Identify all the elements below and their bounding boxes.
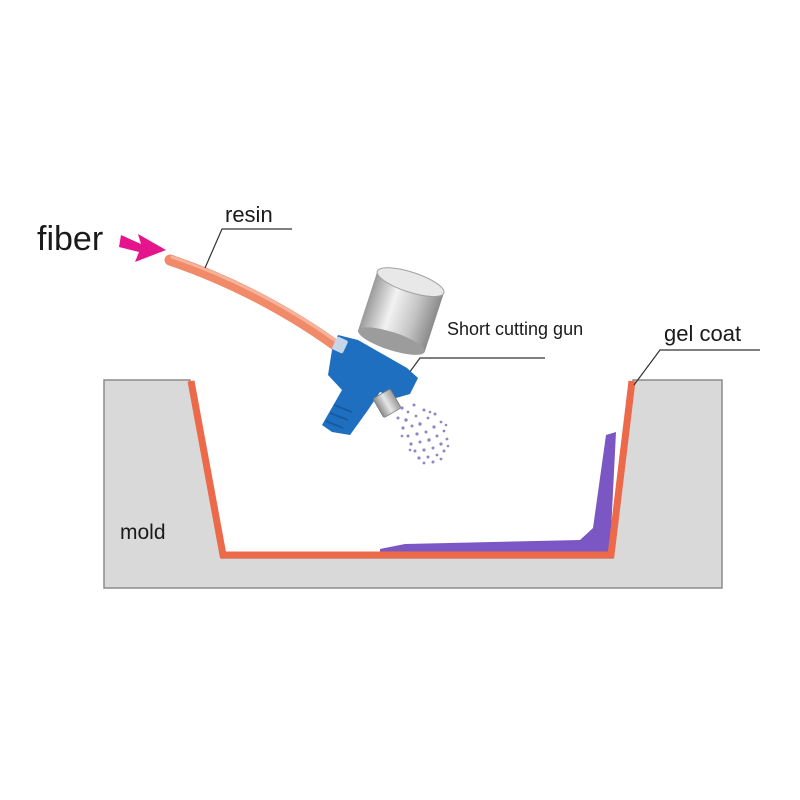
- resin-leader: [204, 228, 292, 269]
- resin-label: resin: [225, 202, 273, 227]
- gun-leader: [394, 357, 545, 393]
- resin-hose: [164, 254, 348, 356]
- resin-hose-highlight: [170, 255, 346, 349]
- gun-canister: [358, 267, 445, 355]
- spray-gun-icon: [322, 267, 445, 435]
- mold-label: mold: [120, 521, 166, 544]
- gun-nozzle: [373, 389, 401, 418]
- laminate-layer: [380, 432, 616, 552]
- gel-coat-label: gel coat: [664, 321, 741, 346]
- gel-coat-layer: [187, 380, 636, 559]
- gel-coat-leader: [633, 349, 760, 386]
- spray-particles-icon: [396, 403, 450, 465]
- fiber-label: fiber: [37, 220, 103, 258]
- gun-label: Short cutting gun: [447, 319, 583, 339]
- fiber-arrow-icon: [119, 234, 166, 262]
